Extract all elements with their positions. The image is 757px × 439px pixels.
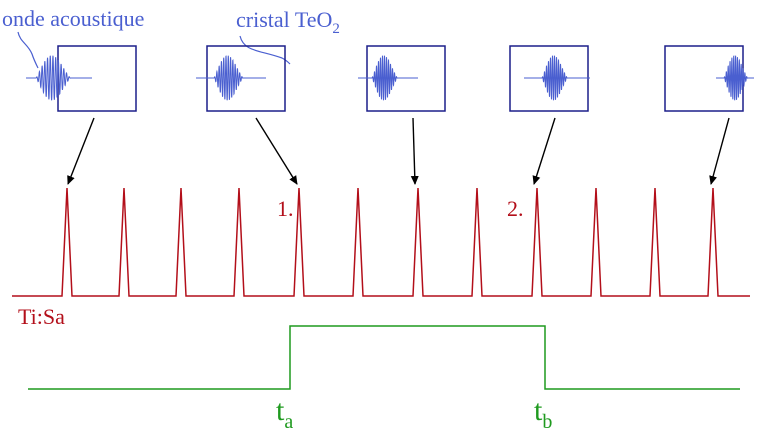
acoustic-wave-packet-5 bbox=[716, 55, 754, 101]
arrow-4 bbox=[532, 117, 556, 185]
pulse-2-label: 2. bbox=[507, 196, 524, 221]
arrow-2 bbox=[255, 117, 298, 185]
crystal-leader-line bbox=[239, 35, 291, 65]
acoustic-leader-line bbox=[17, 31, 39, 69]
arrow-5 bbox=[709, 117, 730, 185]
t-a-label: ta bbox=[276, 394, 293, 433]
acoustic-wave-label: onde acoustique bbox=[2, 6, 144, 31]
acoustic-wave-packet-1 bbox=[26, 55, 92, 101]
arrow-3 bbox=[410, 117, 419, 185]
crystal-label: cristal TeO2 bbox=[236, 7, 340, 37]
acoustic-wave-packet-2 bbox=[196, 55, 266, 101]
acoustic-wave-packet-4 bbox=[524, 55, 590, 101]
t-b-label: tb bbox=[534, 394, 552, 433]
pulse-1-label: 1. bbox=[277, 196, 294, 221]
acoustic-wave-packet-3 bbox=[358, 55, 418, 101]
arrow-1 bbox=[67, 117, 95, 185]
laser-pulse-train bbox=[12, 187, 750, 297]
laser-label: Ti:Sa bbox=[18, 304, 65, 329]
crystal-box-1 bbox=[57, 45, 137, 112]
gate-signal bbox=[28, 325, 740, 390]
